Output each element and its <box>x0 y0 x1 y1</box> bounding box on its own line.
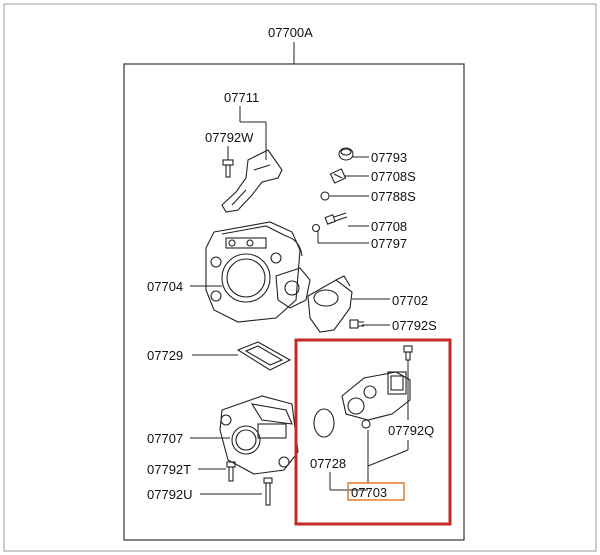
gasket-07729 <box>236 341 292 371</box>
washer-07788S <box>320 191 330 201</box>
ring-07797 <box>311 223 321 233</box>
label-07793[interactable]: 07793 <box>371 150 407 165</box>
assembly-box <box>123 63 465 541</box>
label-07792W[interactable]: 07792W <box>205 130 254 145</box>
bracket-slot <box>231 164 271 206</box>
cap-07793 <box>338 147 354 161</box>
oring-07728 <box>313 408 335 438</box>
screw-07708S <box>329 168 347 184</box>
bolt-07792U <box>263 477 273 506</box>
sensor-07702 <box>307 275 353 333</box>
label-07728[interactable]: 07728 <box>310 456 346 471</box>
housing-07707 <box>219 395 299 475</box>
label-07792S[interactable]: 07792S <box>392 318 437 333</box>
label-07792Q[interactable]: 07792Q <box>388 423 434 438</box>
throttle-body-07704 <box>205 221 311 323</box>
label-07729[interactable]: 07729 <box>147 348 183 363</box>
bolt-07792T <box>226 461 236 482</box>
valve-07703 <box>341 371 411 429</box>
screw-07708 <box>324 212 348 225</box>
bolt-07792W <box>222 159 234 178</box>
label-07708S[interactable]: 07708S <box>371 169 416 184</box>
assembly-label[interactable]: 07700A <box>268 25 313 40</box>
selected-part-box[interactable] <box>347 482 405 501</box>
leader-07792Q-c <box>367 449 409 467</box>
label-07797[interactable]: 07797 <box>371 236 407 251</box>
label-07704[interactable]: 07704 <box>147 279 183 294</box>
label-07792U[interactable]: 07792U <box>147 487 193 502</box>
label-07708[interactable]: 07708 <box>371 219 407 234</box>
label-07702[interactable]: 07702 <box>392 293 428 308</box>
label-07703[interactable]: 07703 <box>351 485 387 500</box>
highlight-box <box>294 338 452 526</box>
page-border <box>3 3 597 552</box>
label-07707[interactable]: 07707 <box>147 431 183 446</box>
bolt-07792Q <box>403 345 413 361</box>
label-07788S[interactable]: 07788S <box>371 189 416 204</box>
bolt-07792S <box>349 319 364 329</box>
bracket-07711 <box>221 149 283 213</box>
label-07711[interactable]: 07711 <box>224 90 259 105</box>
label-07792T[interactable]: 07792T <box>147 462 191 477</box>
